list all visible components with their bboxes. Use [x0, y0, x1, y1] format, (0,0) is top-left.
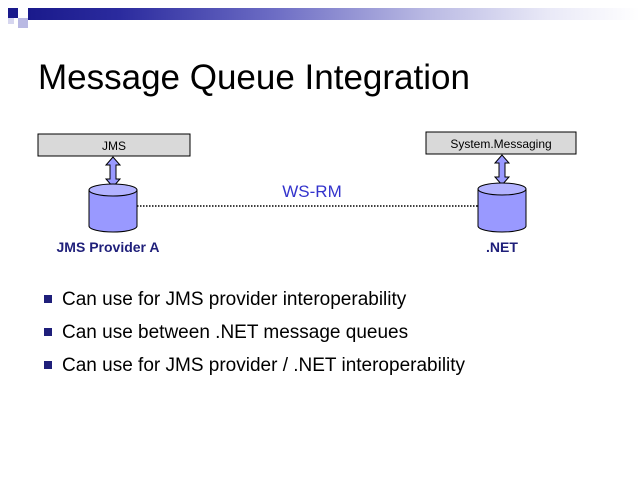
ws-rm-label: WS-RM: [282, 182, 341, 201]
bullet-square-icon: [44, 328, 52, 336]
bullet-text: Can use between .NET message queues: [62, 322, 409, 343]
jms-provider-label: JMS Provider A: [57, 239, 160, 255]
jms-api-box: [37, 133, 191, 157]
right-double-arrow: [493, 154, 511, 186]
dotnet-cylinder: [477, 182, 527, 233]
bullet-square-icon: [44, 361, 52, 369]
system-messaging-label: System.Messaging: [450, 137, 551, 151]
slide-title: Message Queue Integration: [38, 58, 470, 97]
corner-square-mid: [8, 18, 14, 24]
left-double-arrow: [104, 156, 122, 188]
bullet-item: Can use for JMS provider / .NET interope…: [44, 349, 465, 382]
bullet-text: Can use for JMS provider interoperabilit…: [62, 289, 407, 310]
bullet-item: Can use between .NET message queues: [44, 316, 465, 349]
bullet-list: Can use for JMS provider interoperabilit…: [44, 283, 465, 382]
jms-provider-cylinder: [88, 183, 138, 233]
corner-square-dark: [8, 8, 18, 18]
dotnet-label: .NET: [486, 239, 518, 255]
jms-api-label: JMS: [102, 139, 126, 153]
bullet-item: Can use for JMS provider interoperabilit…: [44, 283, 465, 316]
header-gradient-bar: [28, 8, 640, 20]
bullet-square-icon: [44, 295, 52, 303]
system-messaging-box: [425, 131, 577, 155]
bullet-text: Can use for JMS provider / .NET interope…: [62, 355, 466, 376]
corner-square-light: [18, 18, 28, 28]
